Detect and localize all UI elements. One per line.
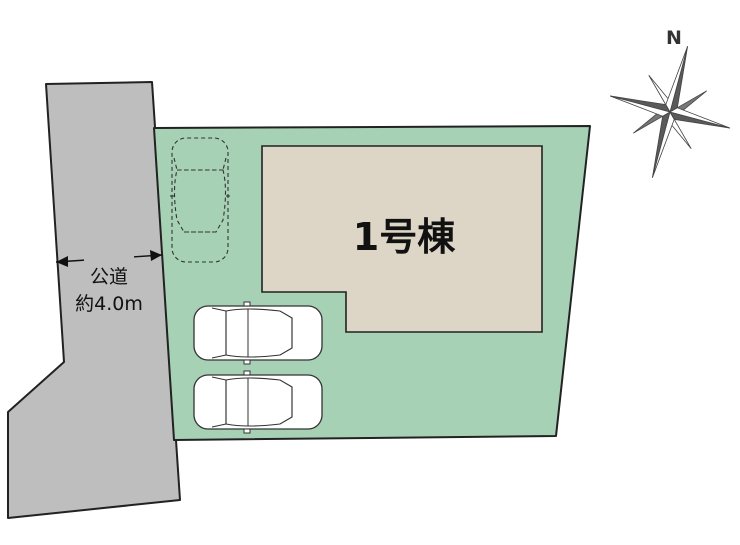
car-icon-dashed [170,137,230,263]
building-label: 1号棟 [353,215,456,259]
car-icon [193,370,323,434]
road-label: 公道 [90,266,128,288]
north-label: N [666,27,682,49]
road-width-dimension [55,250,163,267]
building-footprint [261,145,543,333]
public-road [7,81,181,519]
compass-rose-icon [609,46,731,178]
road-width-label: 約4.0m [75,293,143,315]
car-icon [193,301,323,365]
